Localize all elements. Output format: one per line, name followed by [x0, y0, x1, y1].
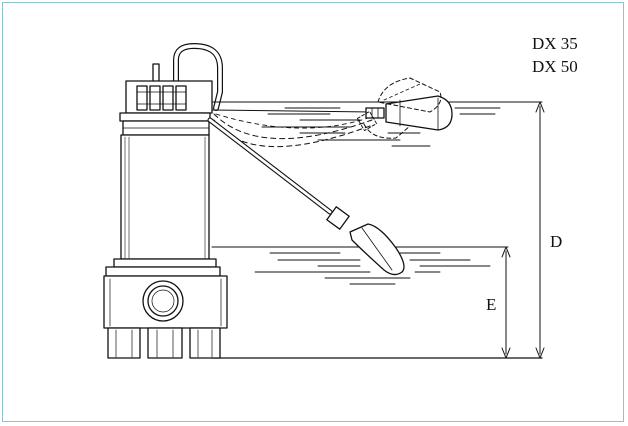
dimension-e-arrow	[501, 246, 511, 359]
upper-water-level	[211, 101, 543, 147]
diagram-frame	[2, 2, 624, 422]
pump-body	[103, 43, 228, 359]
dimension-e-label: E	[486, 295, 497, 314]
dimension-d-arrow	[535, 101, 545, 359]
lower-water-level	[211, 246, 509, 285]
float-lower-position	[207, 117, 405, 276]
dimension-d-label: D	[550, 232, 563, 251]
float-upper-position	[211, 77, 453, 147]
model-label-dx35: DX 35	[532, 34, 578, 53]
model-label-dx50: DX 50	[532, 57, 578, 76]
